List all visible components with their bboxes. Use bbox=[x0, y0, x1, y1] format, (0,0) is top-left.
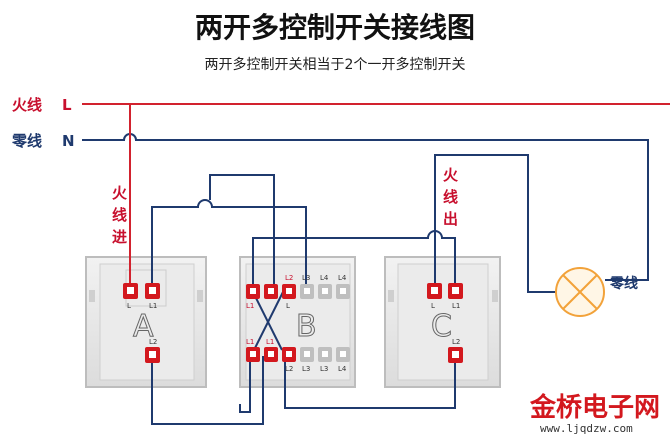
watermark-brand: 金桥电子网 bbox=[529, 392, 660, 423]
terminal-a-label-l2: L2 bbox=[149, 338, 157, 346]
wire-a-l1-b bbox=[151, 199, 307, 290]
terminal-c-label-l: L bbox=[431, 302, 435, 310]
terminal-b-label-top-3: L3 bbox=[302, 274, 310, 282]
lamp-icon bbox=[555, 267, 605, 317]
switch-a-letter: A bbox=[133, 309, 154, 344]
terminal-b-label-bottom-3: L3 bbox=[302, 365, 310, 373]
lamp-neutral-label: 零线 bbox=[609, 275, 638, 292]
switch-a-terminals: L L1 L2 A bbox=[123, 283, 160, 363]
live-out-char-2: 线 bbox=[443, 188, 458, 206]
wire-b-bottom-l1 bbox=[239, 356, 251, 413]
wire-a-l2-b bbox=[151, 356, 264, 425]
terminal-c-label-l2: L2 bbox=[452, 338, 460, 346]
terminal-b-label-bottom-1: L1 bbox=[266, 338, 274, 346]
terminal-b-label-bottom-2: L2 bbox=[285, 365, 293, 373]
live-out-char-1: 火 bbox=[443, 166, 459, 184]
terminal-b-label-top-0: L2 bbox=[285, 274, 293, 282]
neutral-wire bbox=[82, 133, 649, 281]
neutral-line-letter: N bbox=[62, 132, 75, 150]
wire-b-c-bottom bbox=[284, 356, 456, 409]
live-out-char-3: 出 bbox=[443, 210, 458, 228]
terminal-b-label-top-5: L4 bbox=[338, 274, 347, 282]
switch-c-letter: C bbox=[431, 309, 452, 344]
live-line-letter: L bbox=[62, 96, 72, 114]
watermark-url: www.ljqdzw.com bbox=[540, 422, 633, 435]
switch-plate-b bbox=[239, 256, 356, 388]
switch-plate-c bbox=[384, 256, 501, 388]
switch-c-terminals: L L1 L2 C bbox=[427, 283, 463, 363]
terminal-b-label-top-4: L4 bbox=[320, 274, 329, 282]
wire-b-cross-2 bbox=[253, 291, 284, 351]
page-title: 两开多控制开关接线图 bbox=[194, 11, 475, 44]
terminal-b-label-top-1: L1 bbox=[246, 302, 254, 310]
terminal-b-label-bottom-0: L1 bbox=[246, 338, 254, 346]
terminal-b-label-bottom-4: L3 bbox=[320, 365, 328, 373]
switch-b-letter: B bbox=[296, 309, 317, 344]
live-line-label: 火线 bbox=[12, 96, 42, 114]
terminal-b-label-top-2: L bbox=[286, 302, 290, 310]
terminal-a-label-l1: L1 bbox=[149, 302, 157, 310]
wire-b-upper bbox=[209, 174, 275, 290]
live-in-char-2: 线 bbox=[112, 206, 127, 224]
page-subtitle: 两开多控制开关相当于2个一开多控制开关 bbox=[204, 57, 466, 73]
live-in-char-1: 火 bbox=[112, 184, 128, 202]
switch-b-terminals: L2 L1 L L3 L4 L4 L1 L1 L2 L3 L3 L4 B bbox=[246, 274, 350, 373]
terminal-c-label-l1: L1 bbox=[452, 302, 460, 310]
neutral-line-label: 零线 bbox=[11, 132, 42, 150]
wire-live-out bbox=[434, 154, 557, 293]
terminal-b-label-bottom-5: L4 bbox=[338, 365, 347, 373]
terminal-a-label-l: L bbox=[127, 302, 131, 310]
live-in-char-3: 进 bbox=[112, 228, 127, 246]
